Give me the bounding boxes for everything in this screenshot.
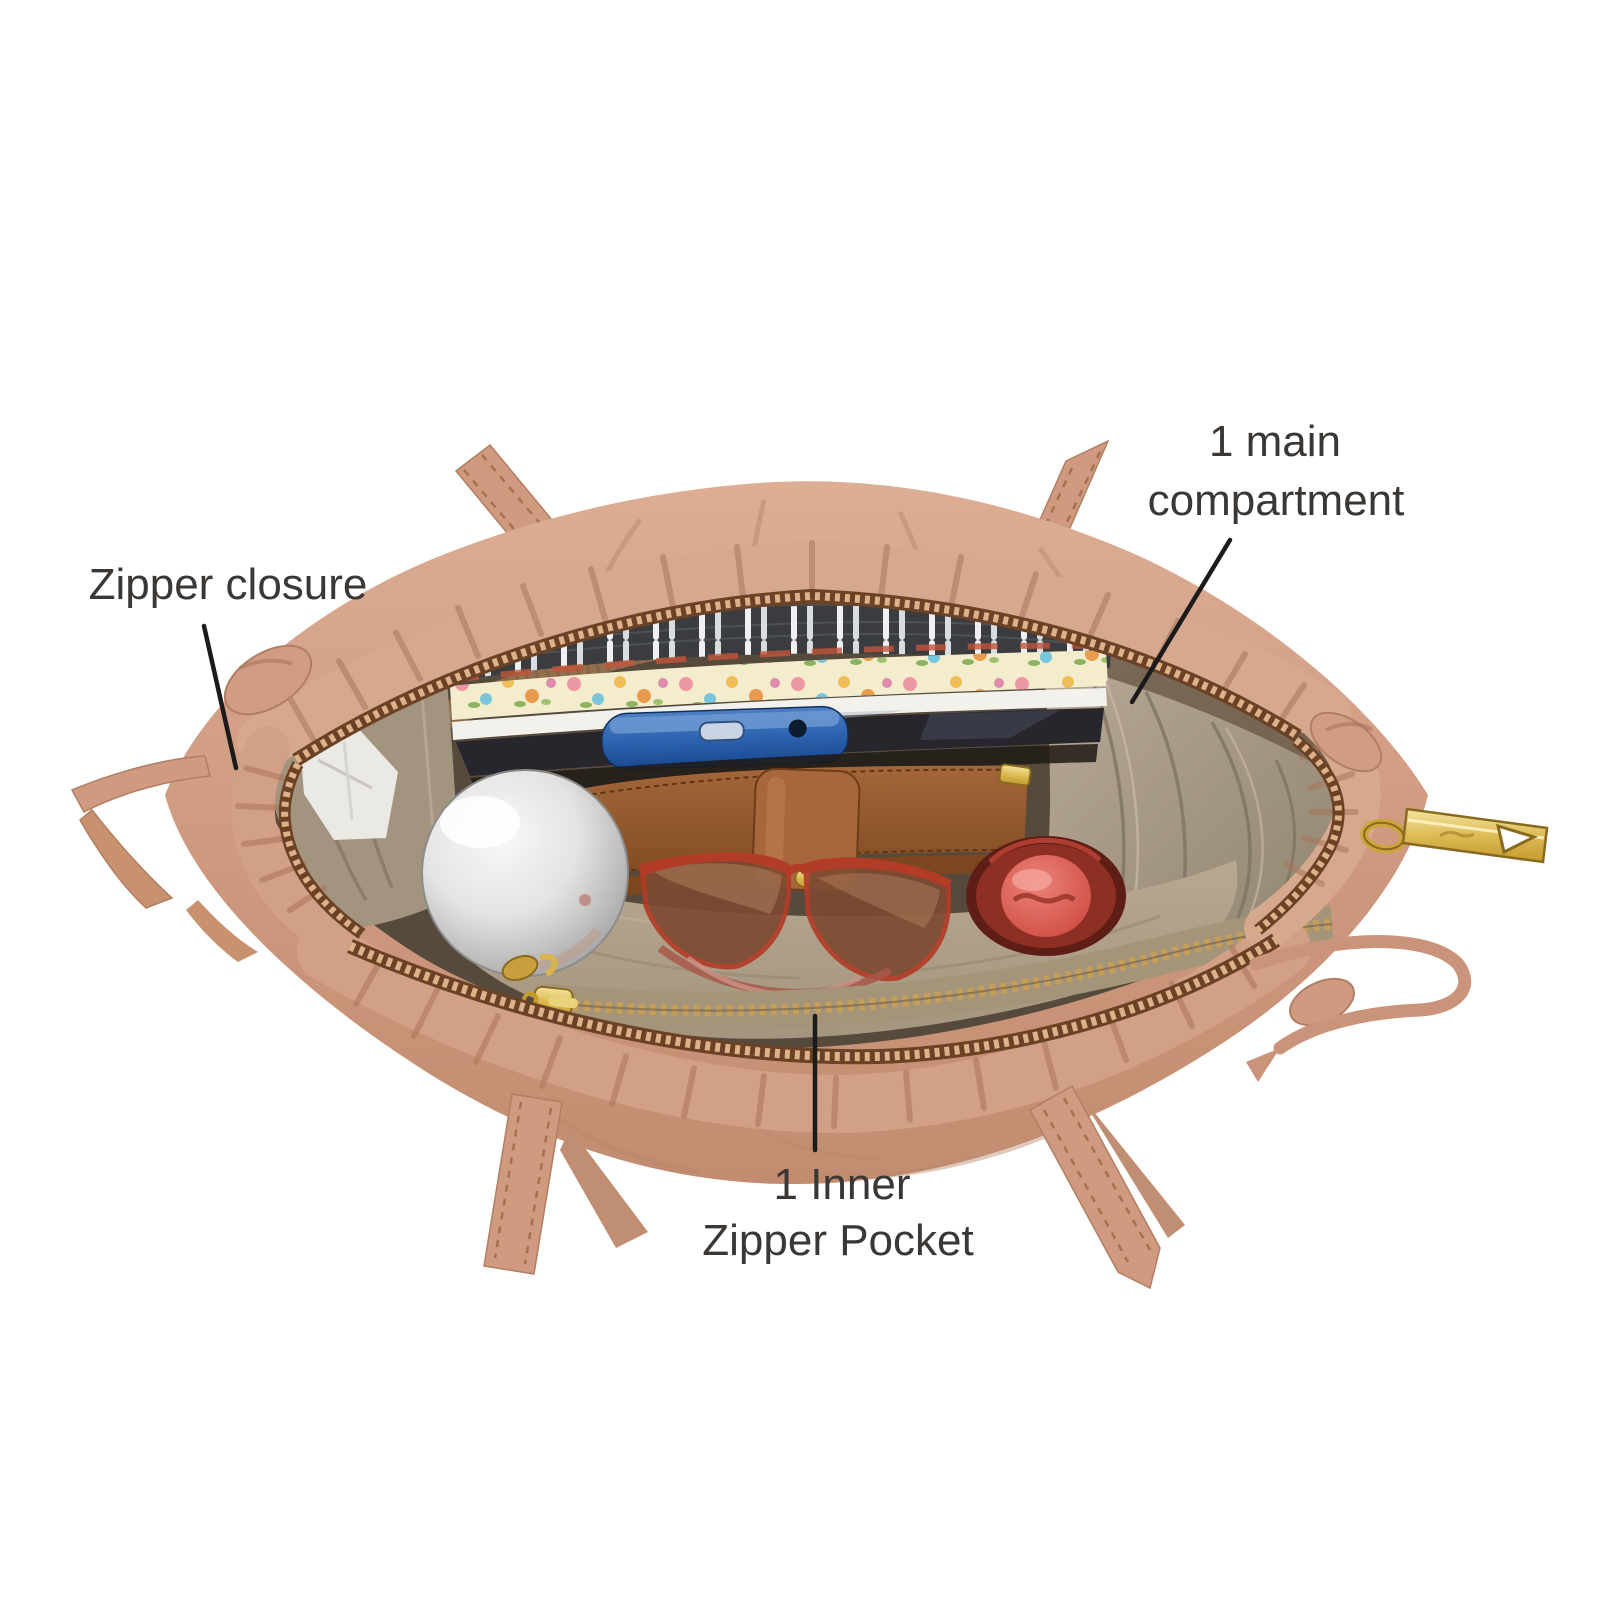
ruche-band-bottom [297,919,1311,1134]
lens-reflection [654,863,782,914]
bottom-left-handle-stitch [523,1107,553,1265]
gold-zipper-pull [1360,807,1549,864]
leader-line-zipper-closure [201,623,239,771]
lining-right-shadow [1038,620,1331,772]
lens-reflection [818,873,940,928]
sphere-gold-clasp [501,954,539,982]
blue-phone [601,705,849,771]
wallet-stitch [555,768,1025,801]
phone-usb-port [698,720,745,742]
right-cord [1249,935,1472,1055]
sphere-gold-hook [538,953,558,977]
jar-ring-highlight [988,837,1102,864]
bottom-right-handle-stitch [1062,1097,1152,1251]
bottom-crease [558,1117,701,1175]
bag-contents [300,605,1126,997]
label-inner-zipper-pocket-line1: 1 Inner [774,1160,911,1209]
leather-ties [70,644,1472,1082]
label-inner-zipper-pocket-line2: Zipper Pocket [702,1216,973,1265]
bottom-right-handle-stitch [1042,1109,1130,1263]
sphere-highlight [440,796,520,848]
top-right-handle-stitch [1034,451,1102,589]
zipper-pull-cutout [1495,823,1539,855]
tablet-screen-reflection [920,710,1060,740]
wallet-strap-highlight [764,776,786,881]
tissue [300,726,398,840]
label-zipper-closure: Zipper closure [89,560,368,609]
ruche-band-left-point [230,726,358,958]
red-cosmetic-jar [966,836,1126,956]
sunglasses-bridge [783,863,811,877]
ruche-creases-bottom [353,945,1257,1129]
lining-fold [1210,721,1252,919]
label-main-compartment-line2: compartment [1148,476,1405,525]
leader-line-main-compartment [1129,537,1233,705]
bottom-crease [759,1128,881,1160]
jar-label-mark [1012,892,1076,904]
bottom-left-handle-back [560,1128,648,1248]
sphere-body [421,769,629,977]
notebook-cover-edge [448,642,1108,683]
sphere-warm-reflection [538,926,602,971]
bottom-left-handle-stitch [493,1101,523,1259]
zipper-teeth-right-glint [1255,737,1343,933]
left-tie-tail [79,808,174,909]
left-knot-crease [239,658,293,670]
bottom-right-handle [1028,1084,1161,1290]
left-tie-strip [70,755,211,814]
wallet-gold-clasp [998,763,1032,787]
notebook-floral-pattern [450,650,1108,720]
left-lower-tail [186,900,258,962]
lining-fold-highlight [1224,727,1264,915]
bottom-right-handle-back [1078,1092,1185,1238]
annotations: Zipper closure 1 main compartment 1 Inne… [89,417,1405,1265]
sunglasses-frame-top [798,857,952,889]
bottom-handles [483,1084,1185,1290]
zipper-teeth-bottom-glint [348,936,1279,1062]
right-knot-crease [1325,722,1374,732]
jar-lid [1001,855,1091,937]
label-main-compartment-line1: 1 main [1209,417,1341,466]
phone-headphone-jack [788,719,807,738]
sphere-red-glint [579,894,591,906]
sunglasses-frame-top [638,852,793,877]
right-cord-tail [1246,1048,1280,1082]
ruche-creases-left [235,765,327,913]
zipper-teeth-left-glint [281,762,365,937]
silver-sphere-compact [421,769,629,982]
zipper-pull-engraving [1439,830,1475,838]
jar-lid-sheen [1012,869,1052,891]
bottom-left-handle [483,1093,563,1275]
